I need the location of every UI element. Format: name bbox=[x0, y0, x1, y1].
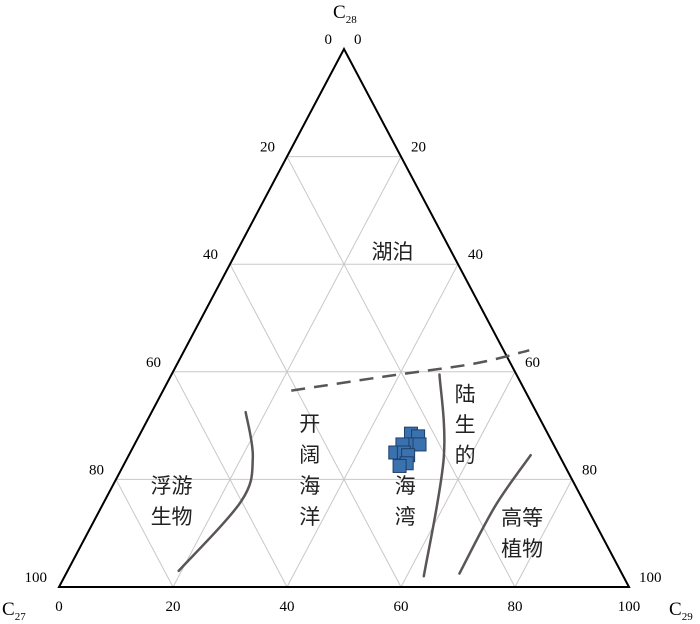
region-label-higher-plants: 植物 bbox=[501, 537, 543, 561]
region-label-bay: 湾 bbox=[395, 505, 416, 529]
region-label-terrestrial: 的 bbox=[455, 443, 476, 467]
tick-labels: 0 20 40 60 80 100 100 80 60 40 20 0 100 80 60 40 20 0 bbox=[25, 32, 662, 615]
region-label-lake: 湖泊 bbox=[371, 240, 413, 264]
terrestrial-boundary bbox=[458, 453, 532, 575]
region-label-open-ocean: 阔 bbox=[299, 443, 320, 467]
region-label-terrestrial: 生 bbox=[455, 413, 476, 437]
tick-label-bottom: 40 bbox=[280, 599, 295, 615]
tick-label-bottom: 0 bbox=[55, 599, 63, 615]
tick-label-right: 40 bbox=[468, 247, 483, 263]
tick-label-bottom: 100 bbox=[618, 599, 641, 615]
triangle-frame bbox=[57, 46, 631, 588]
tick-label-bottom: 80 bbox=[508, 599, 523, 615]
tick-label-left: 40 bbox=[203, 247, 218, 263]
grid-line-c27-60 bbox=[172, 371, 288, 588]
tick-label-left: 60 bbox=[146, 355, 161, 371]
region-label-open-ocean: 开 bbox=[299, 412, 320, 436]
tick-label-left: 20 bbox=[260, 140, 275, 156]
grid-line-c29-40 bbox=[286, 263, 459, 588]
tick-label-right: 100 bbox=[639, 570, 662, 586]
grid-line-c29-80 bbox=[514, 479, 573, 588]
axis-label-c29: C29 bbox=[669, 599, 693, 623]
tick-label-left: 0 bbox=[325, 32, 333, 48]
triangle-outline bbox=[57, 46, 631, 588]
tick-label-right: 80 bbox=[582, 462, 597, 478]
region-label-plankton: 生物 bbox=[151, 505, 193, 529]
region-boundaries bbox=[177, 349, 532, 578]
region-label-terrestrial: 陆 bbox=[455, 382, 476, 406]
tick-label-bottom: 20 bbox=[166, 599, 181, 615]
tick-label-left: 100 bbox=[25, 570, 48, 586]
axis-label-c27: C27 bbox=[2, 599, 26, 623]
data-point bbox=[412, 437, 427, 452]
lake-boundary bbox=[291, 349, 530, 392]
tick-label-right: 0 bbox=[354, 32, 362, 48]
region-label-plankton: 浮游 bbox=[151, 474, 193, 498]
tick-label-left: 80 bbox=[89, 462, 104, 478]
axis-label-c28: C28 bbox=[333, 2, 357, 26]
region-label-open-ocean: 洋 bbox=[299, 505, 320, 529]
plankton-boundary bbox=[177, 410, 255, 573]
grid-lines bbox=[115, 156, 573, 588]
region-label-higher-plants: 高等 bbox=[501, 506, 543, 530]
grid-line-c27-20 bbox=[286, 156, 516, 588]
tick-label-bottom: 60 bbox=[394, 599, 409, 615]
tick-label-right: 60 bbox=[525, 355, 540, 371]
region-label-bay: 海 bbox=[395, 474, 416, 498]
grid-line-c27-80 bbox=[115, 479, 174, 588]
grid-line-c27-40 bbox=[229, 263, 402, 588]
data-point bbox=[392, 458, 407, 473]
sample-points bbox=[388, 426, 427, 473]
bay-boundary bbox=[422, 373, 446, 578]
tick-label-right: 20 bbox=[411, 140, 426, 156]
region-label-open-ocean: 海 bbox=[299, 474, 320, 498]
